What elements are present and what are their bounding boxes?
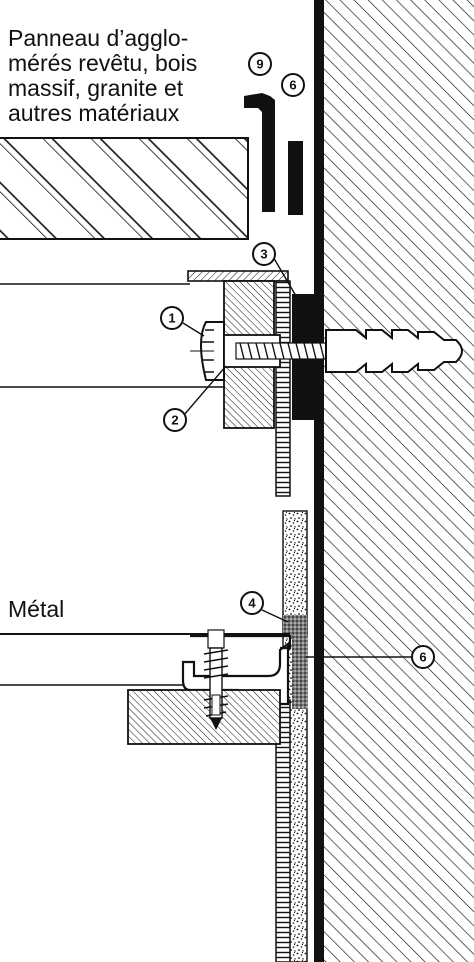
top-label-line-2: mérés revêtu, bois xyxy=(8,50,197,76)
callout-6-top-number: 6 xyxy=(289,78,296,93)
edge-strip-upper xyxy=(275,280,291,497)
callout-1: 1 xyxy=(160,306,205,337)
part-6-pad xyxy=(288,141,303,215)
wall-plug xyxy=(325,329,463,373)
part-4-filler xyxy=(283,615,307,637)
wood-screw xyxy=(203,629,229,730)
top-label-line-4: autres matériaux xyxy=(8,100,180,126)
callout-6-bottom: 6 xyxy=(306,645,435,669)
top-material-label: Panneau d’agglo- mérés revêtu, bois mass… xyxy=(8,25,197,126)
part-9-hook-profile xyxy=(244,93,275,212)
bolt-head-shading xyxy=(202,329,214,373)
part-6-gasket xyxy=(292,637,308,709)
metal-hook-profile xyxy=(181,641,290,706)
callout-3: 3 xyxy=(252,242,297,297)
callout-9: 9 xyxy=(248,52,272,76)
callout-1-number: 1 xyxy=(168,311,175,326)
callout-2-number: 2 xyxy=(171,413,178,428)
callout-6-bottom-number: 6 xyxy=(419,650,426,665)
top-plate xyxy=(187,270,289,282)
callout-6-top: 6 xyxy=(281,73,305,97)
lower-block xyxy=(127,689,281,745)
top-label-line-1: Panneau d’agglo- xyxy=(8,25,188,51)
wall xyxy=(324,0,474,962)
panel-board xyxy=(0,137,249,240)
callout-9-number: 9 xyxy=(256,57,263,72)
bottom-material-label: Métal xyxy=(8,596,64,622)
callout-2: 2 xyxy=(163,365,227,432)
callout-3-number: 3 xyxy=(260,247,267,262)
callout-4-number: 4 xyxy=(248,596,256,611)
top-label-line-3: massif, granite et xyxy=(8,75,184,101)
callout-4: 4 xyxy=(240,591,289,623)
wall-face xyxy=(314,0,324,962)
metal-top-lip xyxy=(190,634,292,650)
